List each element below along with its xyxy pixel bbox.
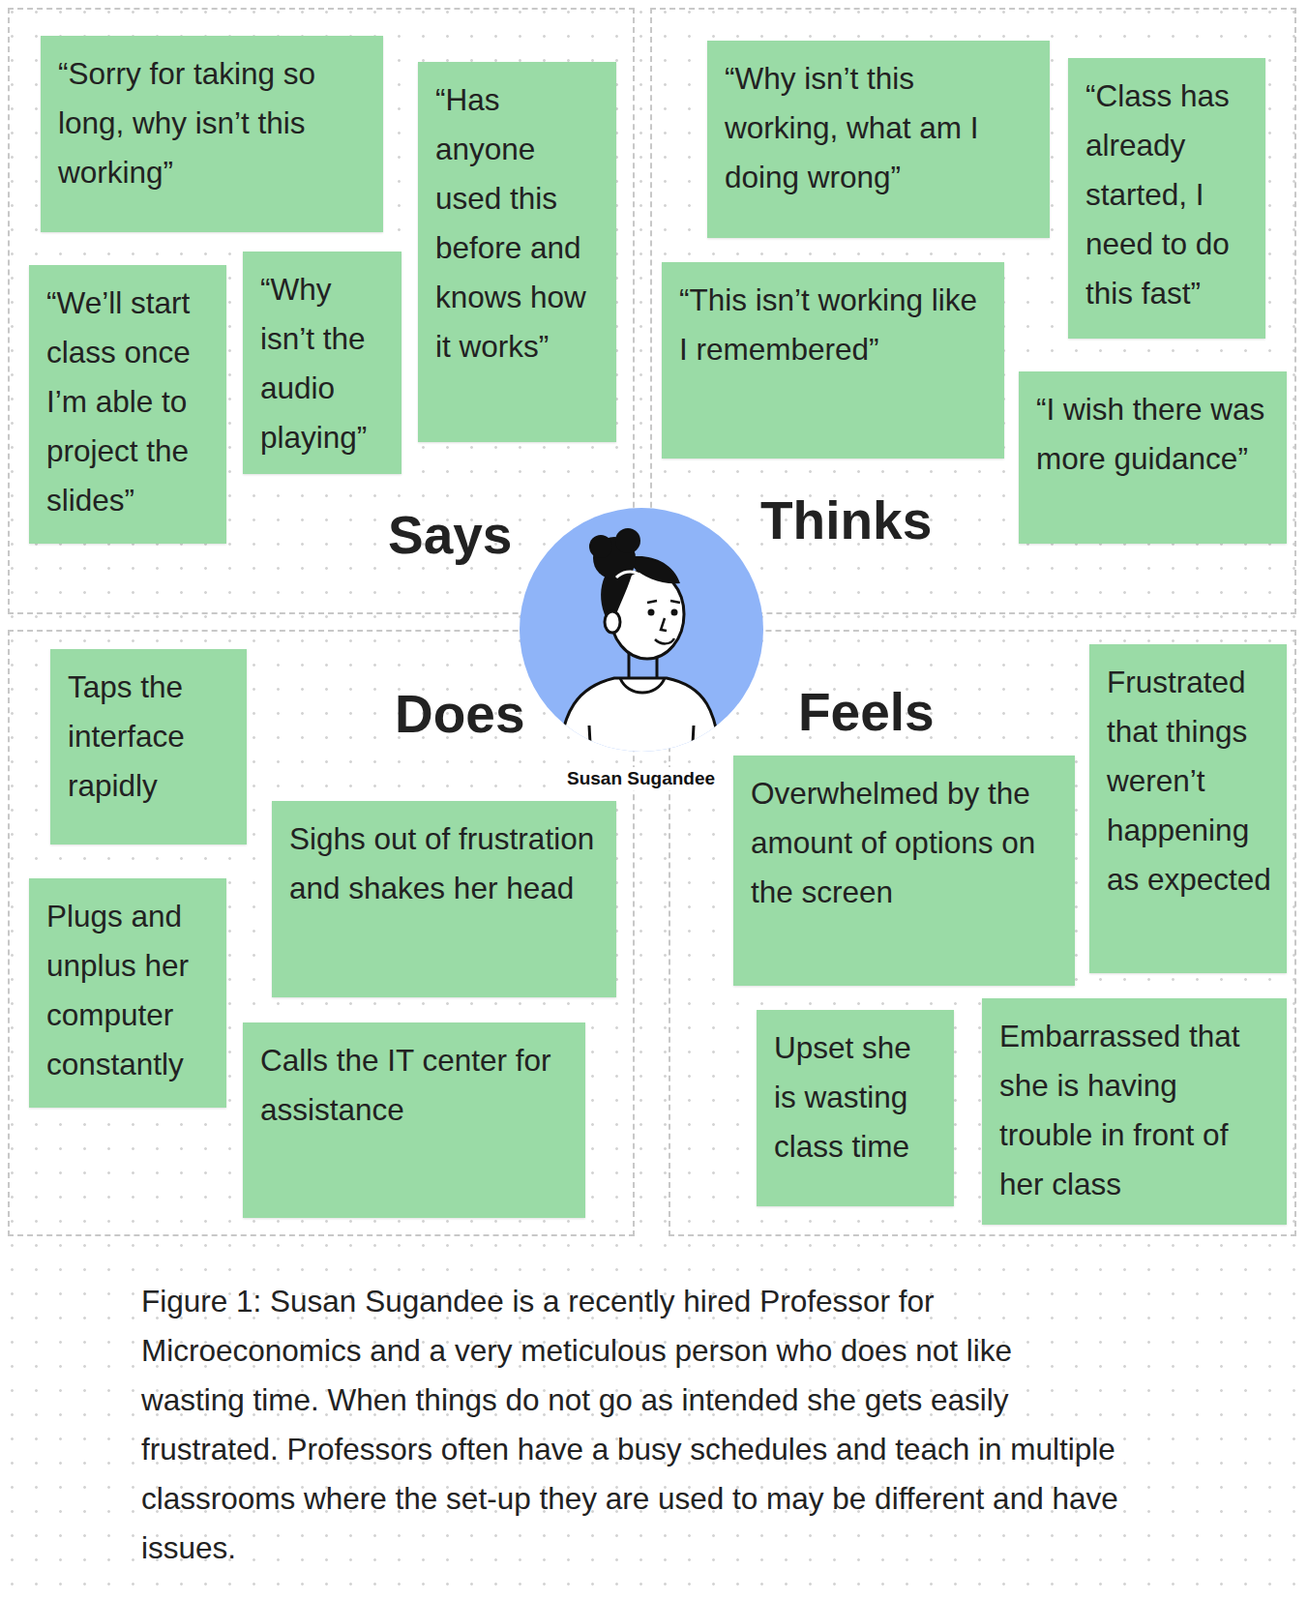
quadrant-region: Says “Sorry for taking so long, why isn’t…	[7, 7, 635, 615]
sticky-note: Plugs and unplus her computer constantly	[29, 878, 227, 1108]
note-text: “Sorry for taking so long, why isn’t thi…	[58, 49, 368, 198]
sticky-note: Sighs out of frustration and shakes her …	[271, 801, 617, 998]
quadrant-heading: Feels	[798, 680, 935, 744]
note-text: Plugs and unplus her computer constantly	[46, 891, 211, 1090]
sticky-note: “Why isn’t the audio playing”	[242, 251, 402, 475]
sticky-note: Upset she is wasting class time	[756, 1010, 954, 1207]
note-text: “I wish there was more guidance”	[1036, 385, 1272, 484]
sticky-note: “I wish there was more guidance”	[1018, 371, 1287, 544]
sticky-note: Embarrassed that she is having trouble i…	[981, 998, 1287, 1225]
note-text: Frustrated that things weren’t happening…	[1106, 657, 1272, 905]
quadrant-heading: Says	[387, 503, 512, 567]
note-text: “Class has already started, I need to do…	[1085, 71, 1250, 319]
avatar-illustration	[519, 507, 764, 752]
note-text: “We’ll start class once I’m able to proj…	[46, 278, 211, 526]
quadrant-heading: Does	[394, 682, 526, 746]
sticky-note: “Has anyone used this before and knows h…	[417, 61, 617, 443]
sticky-note: “Class has already started, I need to do…	[1068, 58, 1266, 339]
sticky-note: “Sorry for taking so long, why isn’t thi…	[40, 35, 384, 233]
sticky-note: “This isn’t working like I remembered”	[661, 262, 1005, 459]
note-text: Calls the IT center for assistance	[260, 1036, 570, 1135]
sticky-note: Frustrated that things weren’t happening…	[1089, 644, 1287, 974]
sticky-note: Calls the IT center for assistance	[242, 1022, 586, 1219]
note-text: Upset she is wasting class time	[773, 1023, 939, 1172]
quadrant-heading: Thinks	[760, 488, 932, 553]
note-text: “This isn’t working like I remembered”	[679, 275, 989, 375]
persona-avatar: Susan Sugandee	[519, 507, 764, 752]
sticky-note: “Why isn’t this working, what am I doing…	[707, 40, 1050, 238]
note-text: “Why isn’t the audio playing”	[260, 265, 387, 463]
sticky-note: “We’ll start class once I’m able to proj…	[29, 265, 227, 544]
quadrant-region: Does Taps the interface rapidlySighs out …	[7, 629, 635, 1237]
quadrant-region: Thinks “Why isn’t this working, what am I…	[650, 7, 1297, 615]
sticky-note: Taps the interface rapidly	[50, 649, 247, 845]
sticky-note: Overwhelmed by the amount of options on …	[733, 755, 1075, 986]
note-text: “Has anyone used this before and knows h…	[435, 75, 601, 372]
persona-name: Susan Sugandee	[563, 767, 719, 791]
figure-caption: Figure 1: Susan Sugandee is a recently h…	[141, 1277, 1119, 1574]
note-text: Overwhelmed by the amount of options on …	[750, 769, 1060, 918]
note-text: Sighs out of frustration and shakes her …	[289, 814, 601, 914]
note-text: Taps the interface rapidly	[67, 662, 232, 811]
note-text: Embarrassed that she is having trouble i…	[999, 1011, 1272, 1210]
note-text: “Why isn’t this working, what am I doing…	[724, 54, 1035, 203]
quadrant-region: FeelsOverwhelmed by the amount of option…	[668, 629, 1297, 1237]
